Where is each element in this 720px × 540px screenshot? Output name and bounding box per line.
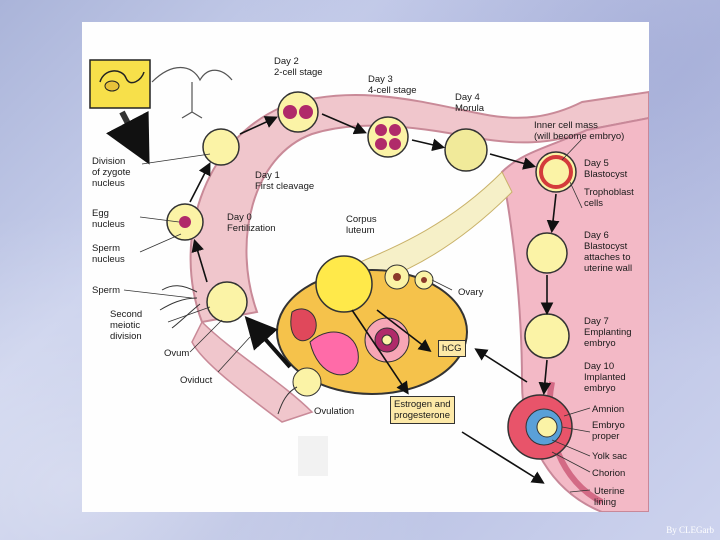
label-day4: Day 4 Morula [455, 92, 485, 114]
two-cell-stage [277, 91, 319, 133]
ovum-cell [206, 281, 248, 323]
label-division: Division of zygote nucleus [92, 156, 131, 189]
morula [444, 128, 488, 172]
dividing-zygote [202, 128, 240, 166]
label-amnion: Amnion [592, 404, 625, 415]
blank-patch [298, 436, 328, 476]
label-uterine-lining: Uterine lining [594, 486, 625, 508]
emplanting-embryo [524, 313, 570, 359]
label-day10: Day 10 Implanted embryo [584, 361, 626, 394]
ovary [276, 255, 468, 397]
label-day0: Day 0 Fertilization [227, 212, 276, 234]
process-arrows [189, 113, 560, 484]
label-embryo-proper: Embryo proper [592, 420, 625, 442]
label-ovulation: Ovulation [314, 406, 355, 417]
label-chorion: Chorion [592, 468, 626, 479]
fertilization-diagram [89, 59, 649, 512]
label-ovary: Ovary [458, 287, 484, 298]
label-day3: Day 3 4-cell stage [368, 74, 417, 96]
label-inner-cell-mass: Inner cell mass (will become embryo) [534, 120, 625, 142]
label-day7: Day 7 Emplanting embryo [584, 316, 632, 349]
label-yolk-sac: Yolk sac [592, 451, 628, 462]
label-sperm-nucleus: Sperm nucleus [92, 243, 125, 265]
pointer-lines [123, 138, 591, 493]
credit-text: By CLEGarb [666, 525, 714, 535]
attaching-blastocyst [526, 232, 568, 274]
label-egg-nucleus: Egg nucleus [92, 208, 125, 230]
label-estrogen: Estrogen and progesterone [390, 396, 455, 424]
label-hcg: hCG [438, 340, 466, 357]
reproductive-tract-inset [89, 59, 233, 165]
label-corpus-luteum: Corpus luteum [346, 214, 377, 236]
four-cell-stage [367, 116, 409, 158]
label-day1: Day 1 First cleavage [255, 170, 315, 192]
ovulated-egg [292, 367, 322, 397]
label-sperm: Sperm [92, 285, 120, 296]
label-day5: Day 5 Blastocyst [584, 158, 628, 180]
sperm-cells [159, 285, 298, 415]
corpus-luteum [315, 255, 373, 313]
label-second-meiotic: Second meiotic division [110, 309, 143, 342]
diagram-panel: Day 2 2-cell stage Day 3 4-cell stage Da… [82, 22, 649, 512]
zygote-cells [166, 91, 577, 460]
regressing-follicle [290, 308, 317, 342]
label-day6: Day 6 Blastocyst attaches to uterine wal… [584, 230, 633, 274]
label-trophoblast: Trophoblast cells [584, 187, 634, 209]
corpus-albicans [309, 331, 359, 376]
label-ovum: Ovum [164, 348, 190, 359]
label-oviduct: Oviduct [180, 375, 213, 386]
label-day2: Day 2 2-cell stage [274, 56, 323, 78]
